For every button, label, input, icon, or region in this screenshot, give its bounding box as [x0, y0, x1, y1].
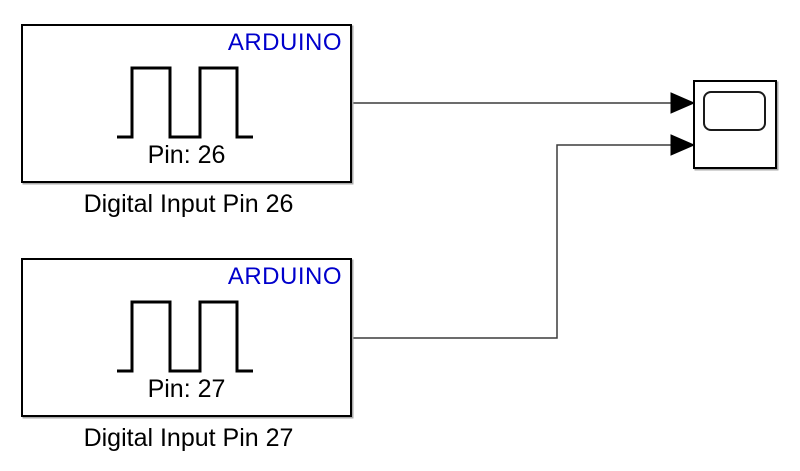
- pin-number-label: Pin: 26: [147, 141, 226, 169]
- wire-arrowhead-icon: [670, 134, 696, 156]
- wire-arrowhead-icon: [670, 92, 696, 114]
- wire-pin27-to-scope[interactable]: [352, 144, 672, 339]
- arduino-vendor-label: ARDUINO: [227, 263, 342, 290]
- arduino-vendor-label: ARDUINO: [227, 29, 342, 56]
- scope-screen-icon: [703, 91, 766, 131]
- block-digital-input-pin-27[interactable]: ARDUINO Pin: 27: [21, 258, 352, 417]
- block-caption-pin-26[interactable]: Digital Input Pin 26: [83, 190, 294, 218]
- square-pulse-wave-icon: [117, 66, 253, 139]
- square-pulse-wave-icon: [117, 300, 253, 373]
- pin-number-label: Pin: 27: [147, 375, 226, 403]
- block-digital-input-pin-26[interactable]: ARDUINO Pin: 26: [21, 24, 352, 183]
- block-caption-pin-27[interactable]: Digital Input Pin 27: [83, 424, 294, 452]
- block-scope[interactable]: [693, 80, 777, 169]
